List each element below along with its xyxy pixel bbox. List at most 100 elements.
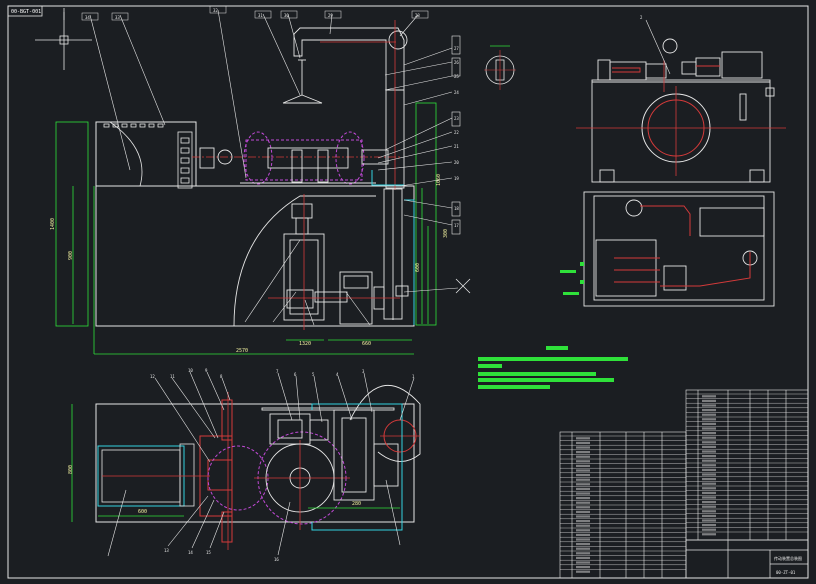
parts-list-cell-mark [576,474,590,477]
svg-text:14: 14 [188,550,193,555]
dim-plan-height: 800 [68,465,74,474]
parts-list-cell-mark [576,492,590,495]
parts-list-cell-mark [576,547,590,550]
parts-list-cell-mark [702,455,716,458]
svg-text:34: 34 [85,15,90,20]
title-drawing-no: 00-ZT-01 [776,570,796,575]
balloons-plan: 12 11 10 9 8 7 6 5 4 3 1 13 14 15 16 [150,368,415,562]
parts-list-cell-mark [702,524,716,527]
parts-list-cell-mark [576,533,590,536]
parts-list-cell-mark [702,422,716,425]
parts-list-cell-mark [702,395,716,398]
parts-list-cell-mark [702,487,716,490]
parts-list-cell-mark [702,519,716,522]
svg-text:30: 30 [284,13,289,18]
parts-list-cell-mark [702,436,716,439]
svg-text:1: 1 [412,374,415,379]
parts-list-cell-mark [702,510,716,513]
crane-column [293,27,408,189]
parts-list-cell-mark [576,455,590,458]
svg-text:4: 4 [336,372,339,377]
hoist-hook [282,59,323,104]
svg-text:7: 7 [276,369,279,374]
svg-text:9: 9 [205,368,208,373]
svg-text:31: 31 [258,13,263,18]
svg-text:23: 23 [454,116,459,121]
parts-list-cell-mark [576,469,590,472]
svg-text:6: 6 [294,372,297,377]
dimension-box-green [55,102,437,355]
dim-width-mid: 1320 [299,341,311,347]
svg-text:25: 25 [454,74,459,79]
parts-list-cell-mark [702,514,716,517]
parts-list-cell-mark [576,538,590,541]
parts-list-cell-mark [702,533,716,536]
parts-list-cell-mark [702,399,716,402]
lower-stand [283,188,409,325]
svg-text:15: 15 [206,550,211,555]
parts-list-cell-mark [576,464,590,467]
parts-list-cell-mark [576,478,590,481]
svg-text:10: 10 [188,368,193,373]
parts-list-cell-mark [702,459,716,462]
parts-list-cell-mark [576,497,590,500]
parts-list-cell-mark [702,482,716,485]
parts-list-cell-mark [702,409,716,412]
svg-text:5: 5 [312,372,315,377]
svg-text:16: 16 [274,557,279,562]
parts-list-cell-mark [702,450,716,453]
balloons-front: 34 33 32 31 30 29 28 27 26 25 24 23 22 2… [81,5,459,228]
parts-list-cell-mark [576,437,590,440]
parts-list-cell-mark [576,483,590,486]
parts-list-cell-mark [576,460,590,463]
parts-list-cell-mark [702,441,716,444]
gear-assembly-hidden [243,131,365,185]
parts-list-cell-mark [702,432,716,435]
tank-side-view [591,38,775,183]
parts-list-cell-mark [576,561,590,564]
dim-height-right-2: 600 [415,263,421,272]
sheet-border [7,5,809,579]
parts-list-cell-mark [576,566,590,569]
svg-text:19: 19 [454,176,459,181]
leader-lines-front [89,9,459,326]
parts-list-cell-mark [576,487,590,490]
corner-tag-text: 00-BGT-001 [11,9,41,15]
hopper-box [95,121,197,187]
parts-list-cell-mark [576,556,590,559]
parts-list-cell-mark [702,413,716,416]
tank-plan-view [583,191,775,307]
svg-text:21: 21 [454,144,459,149]
parts-list-cell-mark [702,473,716,476]
svg-text:32: 32 [213,8,218,13]
svg-text:18: 18 [454,206,459,211]
parts-list-cell-mark [576,506,590,509]
base-frame [95,185,415,327]
dim-width-right: 660 [362,341,371,347]
svg-text:12: 12 [150,374,155,379]
x-mark [455,278,471,294]
svg-text:8: 8 [220,374,223,379]
parts-list-cell-mark [702,478,716,481]
parts-list-cell-mark [576,451,590,454]
technical-notes [478,346,628,389]
svg-text:29: 29 [328,13,333,18]
svg-text:20: 20 [454,160,459,165]
svg-text:13: 13 [164,548,169,553]
parts-list-cell-mark [576,501,590,504]
parts-list-cell-mark [702,496,716,499]
parts-list-cell-mark [702,501,716,504]
parts-list-cell-mark [576,543,590,546]
dim-overall-width: 2570 [236,348,248,354]
parts-list-cell-mark [702,468,716,471]
parts-list-cell-mark [702,464,716,467]
parts-list-cell-mark [576,520,590,523]
ucs-icon [35,8,92,70]
svg-text:26: 26 [454,60,459,65]
title-drawing-name: 传动装置总装图 [774,555,802,561]
parts-list-cell-mark [576,515,590,518]
svg-text:3: 3 [362,369,365,374]
parts-list-cell-mark [576,570,590,573]
